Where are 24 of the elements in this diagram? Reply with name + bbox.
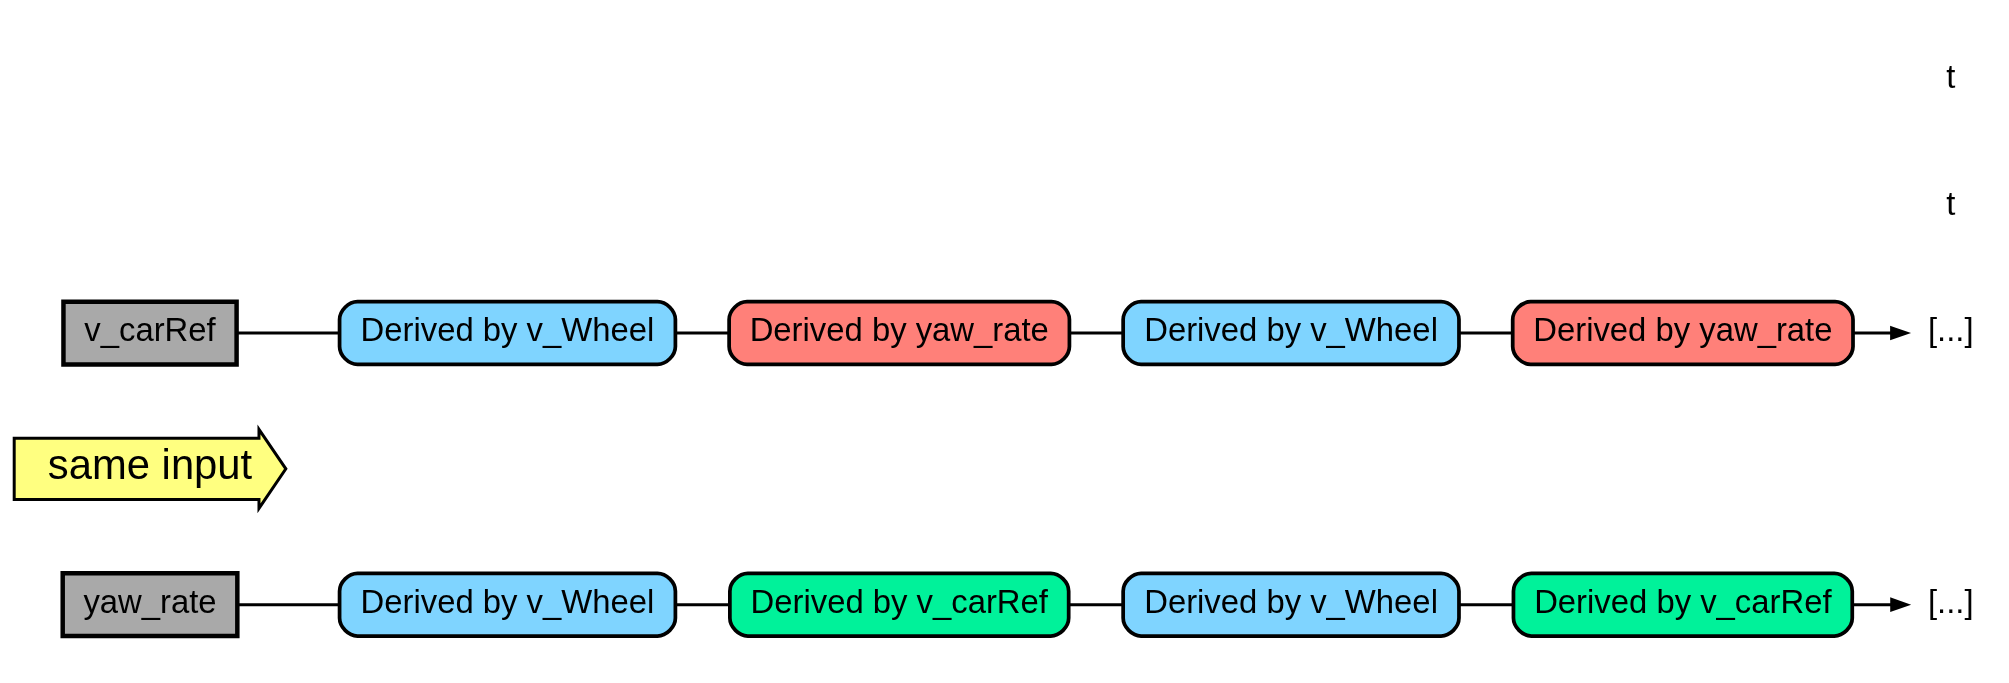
arrow [1853, 325, 1912, 340]
label: t [1946, 184, 1956, 222]
node-box: Derived by v_carRef [1511, 570, 1855, 638]
connector [236, 331, 340, 335]
connector [675, 331, 730, 335]
node-box: Derived by v_carRef [728, 570, 1071, 638]
node-box: yaw_rate [60, 570, 240, 638]
node-text: [...] [1927, 582, 1974, 620]
node-box: Derived by v_Wheel [1121, 570, 1461, 638]
arrow [1852, 596, 1912, 612]
node-box: v_carRef [61, 298, 239, 367]
label: t [1946, 57, 1956, 95]
connector [237, 602, 340, 606]
connector [1069, 331, 1123, 335]
node-box: Derived by yaw_rate [1510, 299, 1855, 366]
node-box: Derived by v_Wheel [337, 299, 678, 366]
node-box: Derived by v_Wheel [337, 570, 678, 638]
node-box: Derived by yaw_rate [727, 299, 1072, 366]
connector [1459, 331, 1513, 335]
connector [675, 602, 730, 606]
node-text: [...] [1927, 310, 1974, 348]
node-box: Derived by v_Wheel [1121, 299, 1461, 366]
connector [1069, 602, 1123, 606]
connector [1459, 602, 1514, 606]
